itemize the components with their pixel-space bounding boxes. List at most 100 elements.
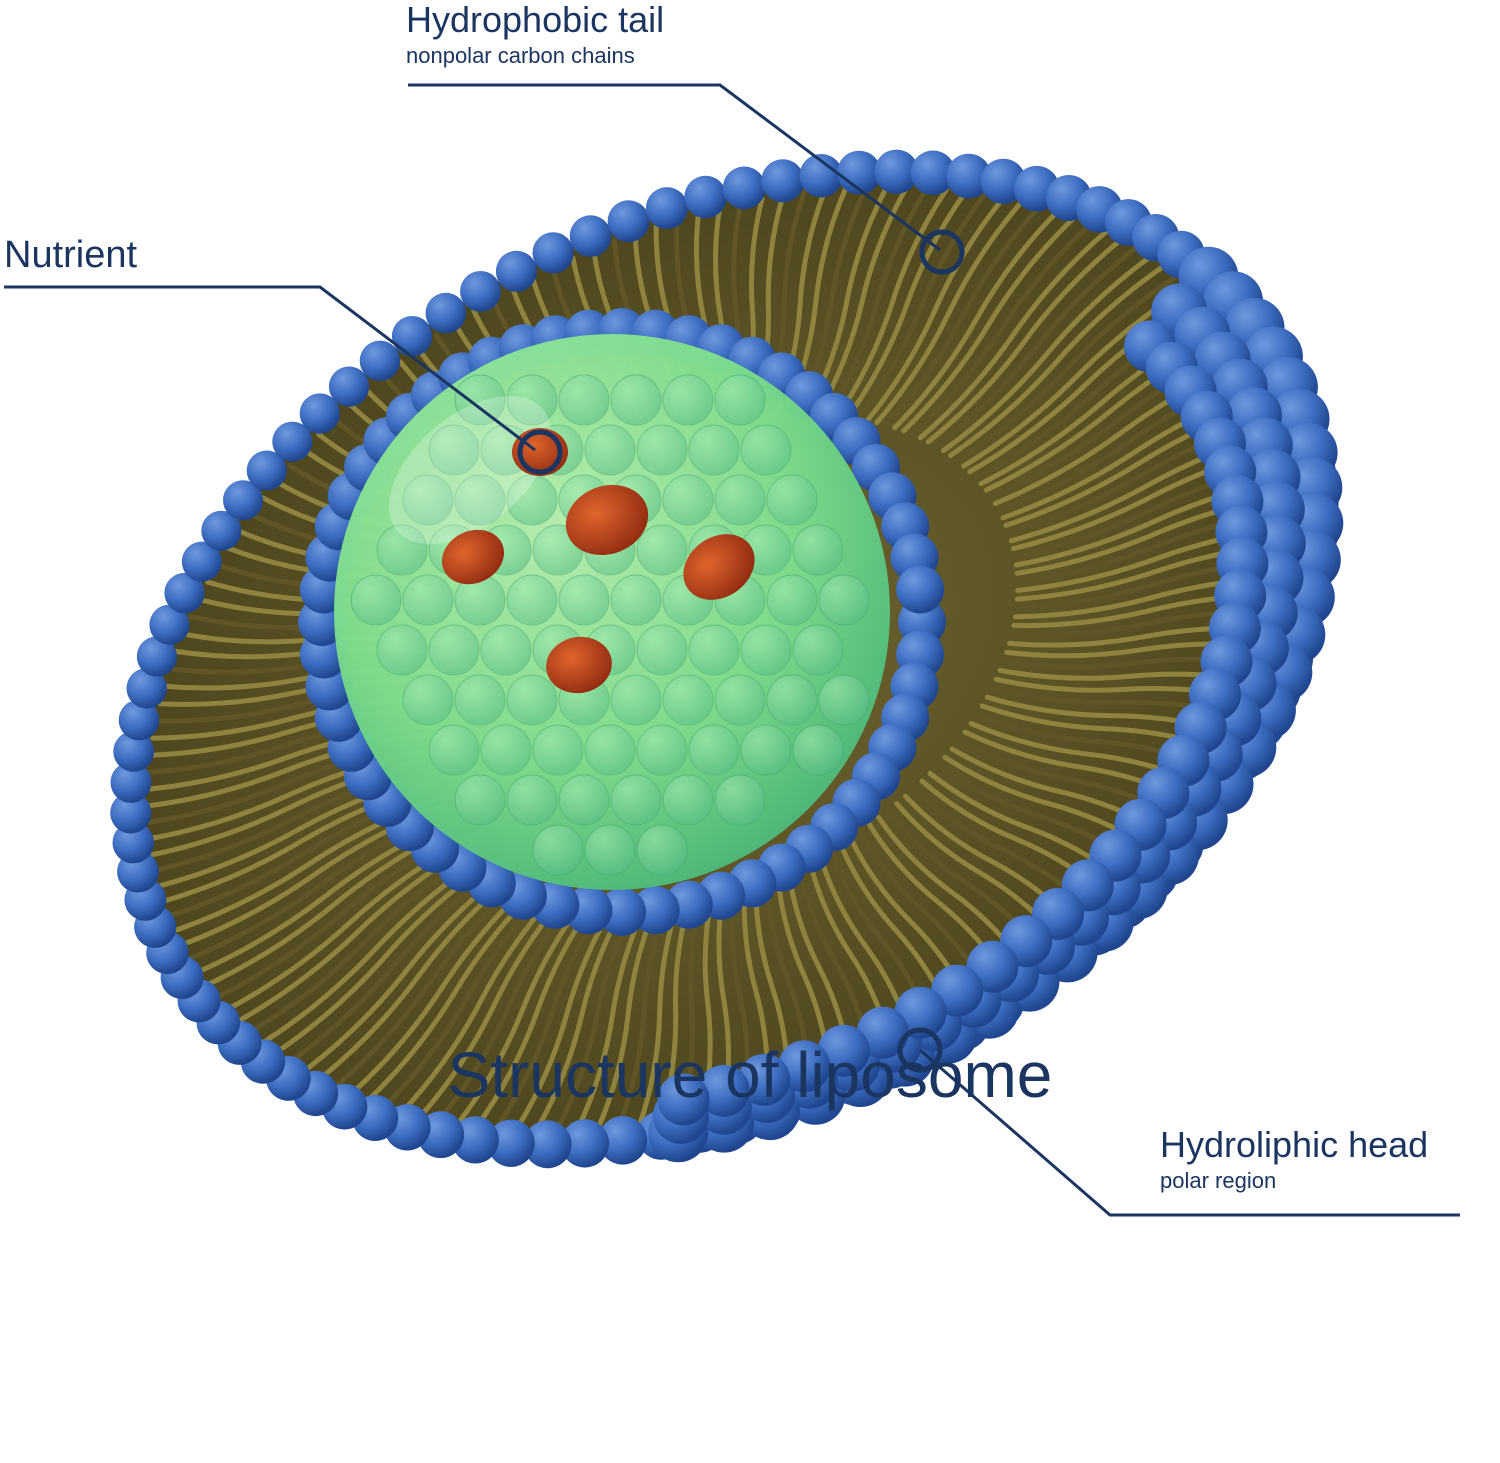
core-cell [662, 374, 714, 426]
phospholipid-head [799, 154, 843, 198]
lipid-tail [456, 894, 589, 1125]
phospholipid-head [697, 1064, 750, 1117]
lipid-tail [901, 214, 1077, 434]
phospholipid-head [112, 822, 154, 864]
phospholipid-head [136, 636, 177, 677]
phospholipid-head [761, 159, 805, 203]
core-cell [688, 624, 740, 676]
core-cell [740, 624, 792, 676]
nutrient-particle [546, 636, 612, 694]
core-cell [610, 674, 662, 726]
label-nutrient-title: Nutrient [4, 234, 138, 276]
label-hydrophobic-tail-subtitle: nonpolar carbon chains [406, 42, 635, 68]
core-cell [402, 574, 454, 626]
phospholipid-head [201, 510, 242, 551]
phospholipid-head [299, 393, 340, 434]
lipid-tail [948, 262, 1168, 458]
nutrient-particle [683, 534, 755, 600]
core-cell [376, 524, 428, 576]
core-cell [766, 574, 818, 626]
lipid-tail [845, 188, 969, 420]
phospholipid-head [425, 292, 467, 334]
core-cell [454, 674, 506, 726]
phospholipid-head [272, 421, 313, 462]
lipid-tail [855, 191, 988, 422]
phospholipid-head [560, 1119, 610, 1168]
phospholipid-head [359, 340, 401, 381]
lipid-tail [883, 203, 1043, 428]
phospholipid-head [684, 175, 727, 219]
core-cell [506, 574, 558, 626]
core-cell [558, 374, 610, 426]
label-hydroliphic-head-title: Hydroliphic head [1160, 1124, 1429, 1165]
core-cell [792, 624, 844, 676]
core-cell [740, 424, 792, 476]
core-cell [636, 624, 688, 676]
core-cell [766, 674, 818, 726]
core-cell [454, 774, 506, 826]
lipid-tail [940, 253, 1154, 454]
core-cell [714, 374, 766, 426]
label-hydroliphic-head: Hydroliphic head polar region [1160, 1125, 1428, 1193]
phospholipid-head [495, 250, 537, 292]
phospholipid-head [722, 166, 766, 210]
lipid-tail [475, 896, 599, 1128]
leader-nutrient [4, 285, 563, 475]
core-cell [636, 524, 688, 576]
lipid-tail [534, 898, 630, 1132]
core-cell [636, 824, 688, 876]
core-cell [402, 674, 454, 726]
core-cell [818, 574, 870, 626]
nutrient-particle [441, 529, 505, 585]
phospholipid-head [778, 1040, 831, 1093]
phospholipid-head [645, 187, 688, 230]
phospholipid-head [532, 232, 574, 274]
core-cell [428, 424, 480, 476]
lipid-tail [290, 862, 504, 1063]
phospholipid-head [874, 149, 919, 194]
phospholipid-head [856, 1006, 909, 1059]
lipid-tail [909, 221, 1094, 437]
phospholipid-head [110, 792, 152, 834]
core-cell [350, 574, 402, 626]
core-cell [558, 774, 610, 826]
diagram-title: Structure of liposome [447, 1039, 1053, 1111]
phospholipid-head [460, 271, 501, 312]
lipid-tail [575, 898, 650, 1132]
core-cell [792, 524, 844, 576]
core-cell [662, 674, 714, 726]
core-cell [506, 774, 558, 826]
ring-pointer-icon [919, 229, 965, 275]
lipid-tail [917, 228, 1110, 441]
phospholipid-head [817, 1024, 870, 1077]
core-cell [402, 474, 454, 526]
phospholipid-head [607, 200, 650, 243]
phospholipid-head [246, 450, 287, 491]
core-cell [714, 674, 766, 726]
label-hydrophobic-tail-title: Hydrophobic tail [406, 0, 665, 40]
core-cell [610, 374, 662, 426]
lipid-tail [814, 184, 910, 418]
inner-head-ring [298, 308, 946, 936]
lipid-tail [595, 897, 661, 1131]
core-cell [454, 474, 506, 526]
core-cell [454, 374, 506, 426]
phospholipid-head [738, 1053, 791, 1106]
core-cell [714, 474, 766, 526]
lipid-tail [825, 184, 930, 418]
core-cell [740, 724, 792, 776]
core-texture [350, 374, 870, 876]
lipid-tail [954, 272, 1181, 464]
lipid-tail [401, 888, 561, 1113]
phospholipid-head [391, 316, 433, 357]
core-cell [818, 674, 870, 726]
phospholipid-head [223, 480, 263, 521]
lipid-tail [514, 898, 619, 1132]
core-cell [688, 424, 740, 476]
core-cell [662, 474, 714, 526]
core-cell [610, 774, 662, 826]
core-cell [506, 374, 558, 426]
phospholipid-head [946, 153, 992, 199]
lipid-tail [637, 895, 683, 1127]
